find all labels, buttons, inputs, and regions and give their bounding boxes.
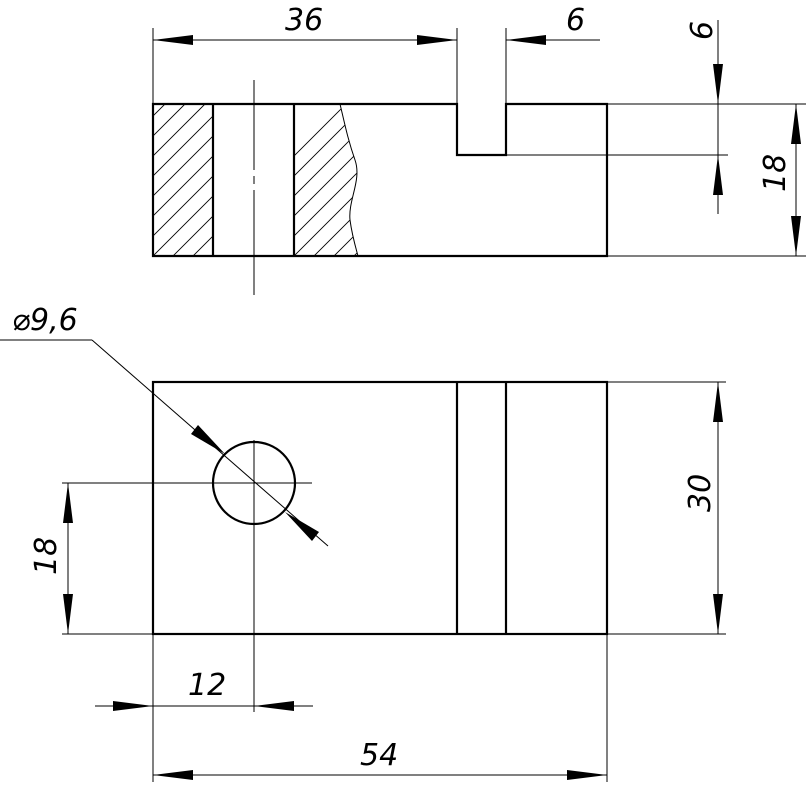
dimension-6-slot-width: 6 [505,3,600,104]
dimension-30: 30 [607,381,726,635]
dimension-vertical-right: 6 18 [506,20,806,257]
dimension-54: 54 [153,634,608,782]
dimension-6-label: 6 [566,3,585,38]
dimension-6-depth-label: 6 [685,21,720,40]
dimension-36-label: 36 [285,3,323,38]
dimension-diameter: ⌀9,6 [0,303,329,547]
dimension-54-label: 54 [360,738,398,773]
hatching-left [153,104,213,256]
plan-view-outline [151,380,609,636]
front-view-outline [151,102,609,258]
dimension-18-hole-offset: 18 [29,482,254,635]
dimension-36: 36 [152,3,458,104]
dimension-18-label: 18 [758,154,793,192]
dimension-30-label: 30 [683,474,718,512]
hatching-right [294,104,358,256]
dimension-diameter-label: ⌀9,6 [12,303,78,338]
section-break-line [339,103,359,257]
plan-view [151,380,609,712]
dimension-12: 12 [95,634,313,782]
dimension-12-label: 12 [188,668,226,703]
dimension-18-hole-label: 18 [29,537,64,575]
front-section-view [151,80,609,295]
